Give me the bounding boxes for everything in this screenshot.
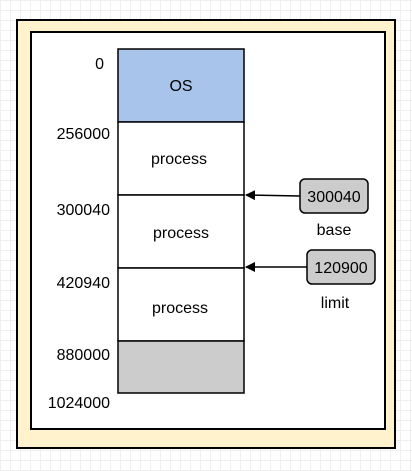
limit-register: 120900 limit — [245, 249, 376, 312]
address-label: 256000 — [57, 126, 110, 143]
address-label: 300040 — [57, 202, 110, 219]
segment-os — [117, 48, 245, 123]
address-label: 0 — [95, 56, 104, 73]
segment-os-label: OS — [169, 78, 192, 95]
segment-process-2-label: process — [153, 225, 209, 242]
address-labels: 0 256000 300040 420940 880000 1024000 — [48, 56, 110, 412]
segment-free — [117, 340, 245, 394]
segment-process-3-label: process — [152, 300, 208, 317]
limit-register-value: 120900 — [314, 260, 367, 277]
segment-process-3 — [117, 267, 245, 342]
address-label: 880000 — [57, 347, 110, 364]
segment-process-1 — [117, 121, 245, 196]
address-label: 420940 — [57, 275, 110, 292]
limit-register-label: limit — [321, 295, 350, 312]
limit-register-box — [306, 249, 376, 285]
base-register-value: 300040 — [307, 189, 360, 206]
base-register-box — [299, 178, 369, 214]
address-label: 1024000 — [48, 395, 110, 412]
base-arrow — [245, 190, 301, 201]
base-register: 300040 base — [245, 178, 369, 239]
memory-column: OS process process process — [117, 48, 245, 394]
segment-process-1-label: process — [151, 151, 207, 168]
base-register-label: base — [317, 222, 352, 239]
